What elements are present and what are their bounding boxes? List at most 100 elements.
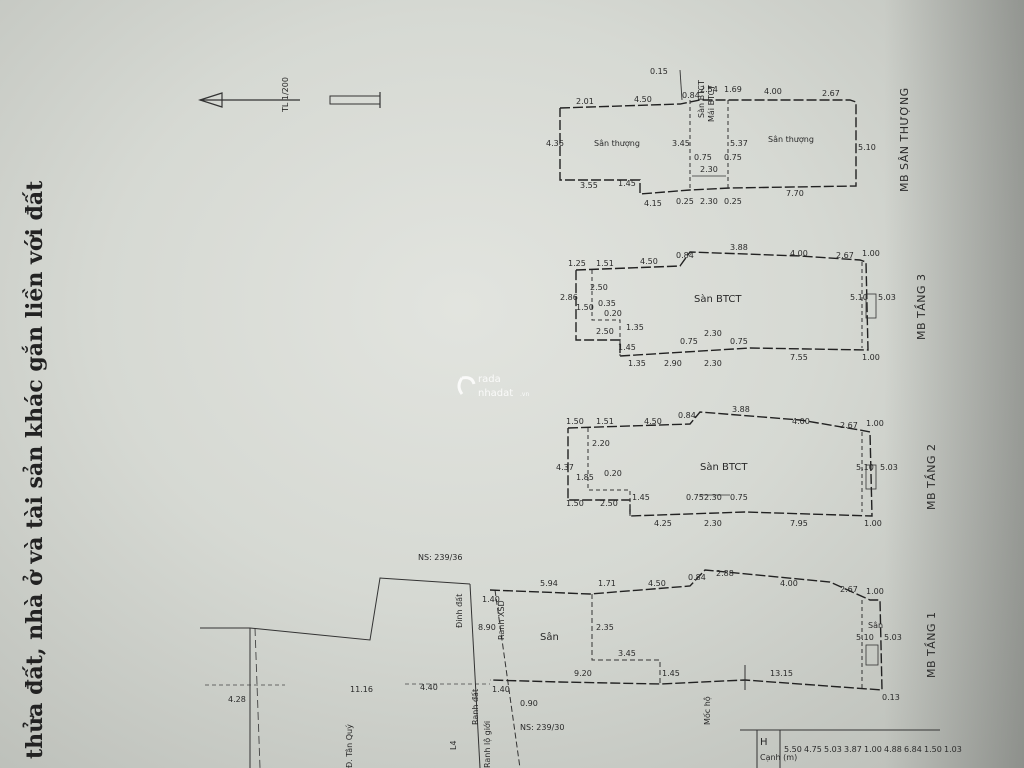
- svg-text:Mái BTCT: Mái BTCT: [707, 85, 716, 122]
- svg-text:0.25: 0.25: [676, 197, 694, 206]
- svg-text:Đinh đất: Đinh đất: [454, 594, 464, 628]
- svg-text:2.01: 2.01: [576, 97, 594, 106]
- svg-text:0.75: 0.75: [694, 153, 712, 162]
- svg-text:11.16: 11.16: [350, 685, 373, 694]
- svg-text:Sân: Sân: [868, 621, 883, 630]
- svg-text:1.45: 1.45: [632, 493, 650, 502]
- svg-text:0.13: 0.13: [882, 693, 900, 702]
- scale-label: TL 1/200: [281, 77, 290, 113]
- svg-text:3.45: 3.45: [618, 649, 636, 658]
- svg-text:5.10: 5.10: [856, 463, 874, 472]
- plan-floor3: 1.25 1.51 4.50 0.84 3.88 4.00 2.67 1.00 …: [560, 243, 928, 368]
- svg-text:0.75: 0.75: [730, 493, 748, 502]
- caption-floor3: MB TẦNG 3: [914, 273, 928, 340]
- svg-text:4.50: 4.50: [648, 579, 666, 588]
- svg-text:5.03: 5.03: [878, 293, 896, 302]
- svg-text:0.35: 0.35: [598, 299, 616, 308]
- caption-floor1: MB TẦNG 1: [924, 611, 938, 678]
- svg-text:1.51: 1.51: [596, 417, 614, 426]
- room-label: Sàn BTCT: [694, 293, 742, 305]
- svg-text:0.25: 0.25: [724, 197, 742, 206]
- room-label: Sàn BTCT: [700, 461, 748, 473]
- svg-text:0.75: 0.75: [730, 337, 748, 346]
- svg-text:1.25: 1.25: [568, 259, 586, 268]
- svg-text:4.40: 4.40: [420, 683, 438, 692]
- svg-text:1.45: 1.45: [618, 179, 636, 188]
- svg-text:nhadat: nhadat: [478, 388, 513, 399]
- svg-text:5.10: 5.10: [858, 143, 876, 152]
- svg-text:2.50: 2.50: [600, 499, 618, 508]
- svg-text:1.00: 1.00: [862, 353, 880, 362]
- svg-text:0.90: 0.90: [520, 699, 538, 708]
- svg-text:Ranh lộ giới: Ranh lộ giới: [482, 721, 492, 768]
- svg-text:0.20: 0.20: [604, 469, 622, 478]
- area-table: H Cạnh (m) 5.50 4.75 5.03 3.87 1.00 4.88…: [740, 729, 962, 768]
- svg-text:1.45: 1.45: [618, 343, 636, 352]
- svg-text:6.84: 6.84: [904, 745, 922, 754]
- svg-text:4.50: 4.50: [634, 95, 652, 104]
- svg-text:2.67: 2.67: [836, 251, 854, 260]
- svg-text:1.51: 1.51: [596, 259, 614, 268]
- svg-text:0.84: 0.84: [678, 411, 696, 420]
- svg-text:4.36: 4.36: [546, 139, 564, 148]
- svg-text:7.70: 7.70: [786, 189, 804, 198]
- svg-text:Ranh XSD: Ranh XSD: [497, 600, 506, 640]
- svg-text:5.03: 5.03: [880, 463, 898, 472]
- svg-text:Cạnh (m): Cạnh (m): [760, 753, 797, 763]
- svg-text:2.88: 2.88: [716, 569, 734, 578]
- svg-text:5.03: 5.03: [824, 745, 842, 754]
- svg-text:1.85: 1.85: [576, 473, 594, 482]
- svg-text:1.00: 1.00: [862, 249, 880, 258]
- svg-text:4.88: 4.88: [884, 745, 902, 754]
- svg-text:2.90: 2.90: [664, 359, 682, 368]
- svg-text:4.50: 4.50: [640, 257, 658, 266]
- street-label: Đ. Tân Quý: [345, 724, 354, 768]
- svg-text:Ranh đất: Ranh đất: [470, 689, 480, 725]
- svg-text:8.90: 8.90: [478, 623, 496, 632]
- svg-text:1.50: 1.50: [566, 499, 584, 508]
- svg-text:1.45: 1.45: [662, 669, 680, 678]
- svg-text:2.30: 2.30: [704, 519, 722, 528]
- svg-text:2.86: 2.86: [560, 293, 578, 302]
- svg-text:2.30: 2.30: [704, 493, 722, 502]
- svg-text:2.35: 2.35: [596, 623, 614, 632]
- room-label: Sân: [540, 631, 559, 643]
- room-label: Sân thượng: [594, 139, 640, 148]
- svg-text:1.50: 1.50: [566, 417, 584, 426]
- watermark-logo: rada nhadat .vn: [457, 374, 529, 399]
- svg-text:3.87: 3.87: [844, 745, 862, 754]
- svg-text:Mốc hộ: Mốc hộ: [702, 696, 712, 725]
- svg-text:1.50: 1.50: [924, 745, 942, 754]
- svg-text:2.30: 2.30: [700, 165, 718, 174]
- north-arrow-icon: TL 1/200: [198, 77, 381, 113]
- svg-text:L4: L4: [449, 740, 458, 750]
- room-label: Sân thượng: [768, 135, 814, 144]
- caption-roof: MB SÂN THƯỢNG: [898, 87, 911, 192]
- svg-text:1.00: 1.00: [864, 745, 882, 754]
- plan-roof: 2.01 4.50 0.84 2.54 1.69 4.00 2.67 3.55 …: [546, 67, 911, 208]
- svg-text:2.20: 2.20: [592, 439, 610, 448]
- svg-text:3.55: 3.55: [580, 181, 598, 190]
- svg-text:0.15: 0.15: [650, 67, 668, 76]
- svg-text:4.28: 4.28: [228, 695, 246, 704]
- svg-text:13.15: 13.15: [770, 669, 793, 678]
- svg-text:0.75: 0.75: [724, 153, 742, 162]
- svg-text:5.10: 5.10: [850, 293, 868, 302]
- svg-text:0.84: 0.84: [688, 573, 706, 582]
- svg-text:4.15: 4.15: [644, 199, 662, 208]
- svg-text:1.00: 1.00: [866, 419, 884, 428]
- svg-text:4.25: 4.25: [654, 519, 672, 528]
- plan-floor1: 5.94 1.71 4.50 0.84 2.88 4.00 2.67 1.00 …: [200, 553, 938, 768]
- caption-floor2: MB TẦNG 2: [924, 443, 938, 510]
- svg-text:1.40: 1.40: [492, 685, 510, 694]
- svg-text:2.54: 2.54: [700, 85, 718, 94]
- svg-text:1.00: 1.00: [864, 519, 882, 528]
- svg-text:1.50: 1.50: [576, 303, 594, 312]
- svg-text:5.37: 5.37: [730, 139, 748, 148]
- svg-text:1.71: 1.71: [598, 579, 616, 588]
- svg-text:0.20: 0.20: [604, 309, 622, 318]
- svg-text:4.75: 4.75: [804, 745, 822, 754]
- svg-text:2.67: 2.67: [840, 421, 858, 430]
